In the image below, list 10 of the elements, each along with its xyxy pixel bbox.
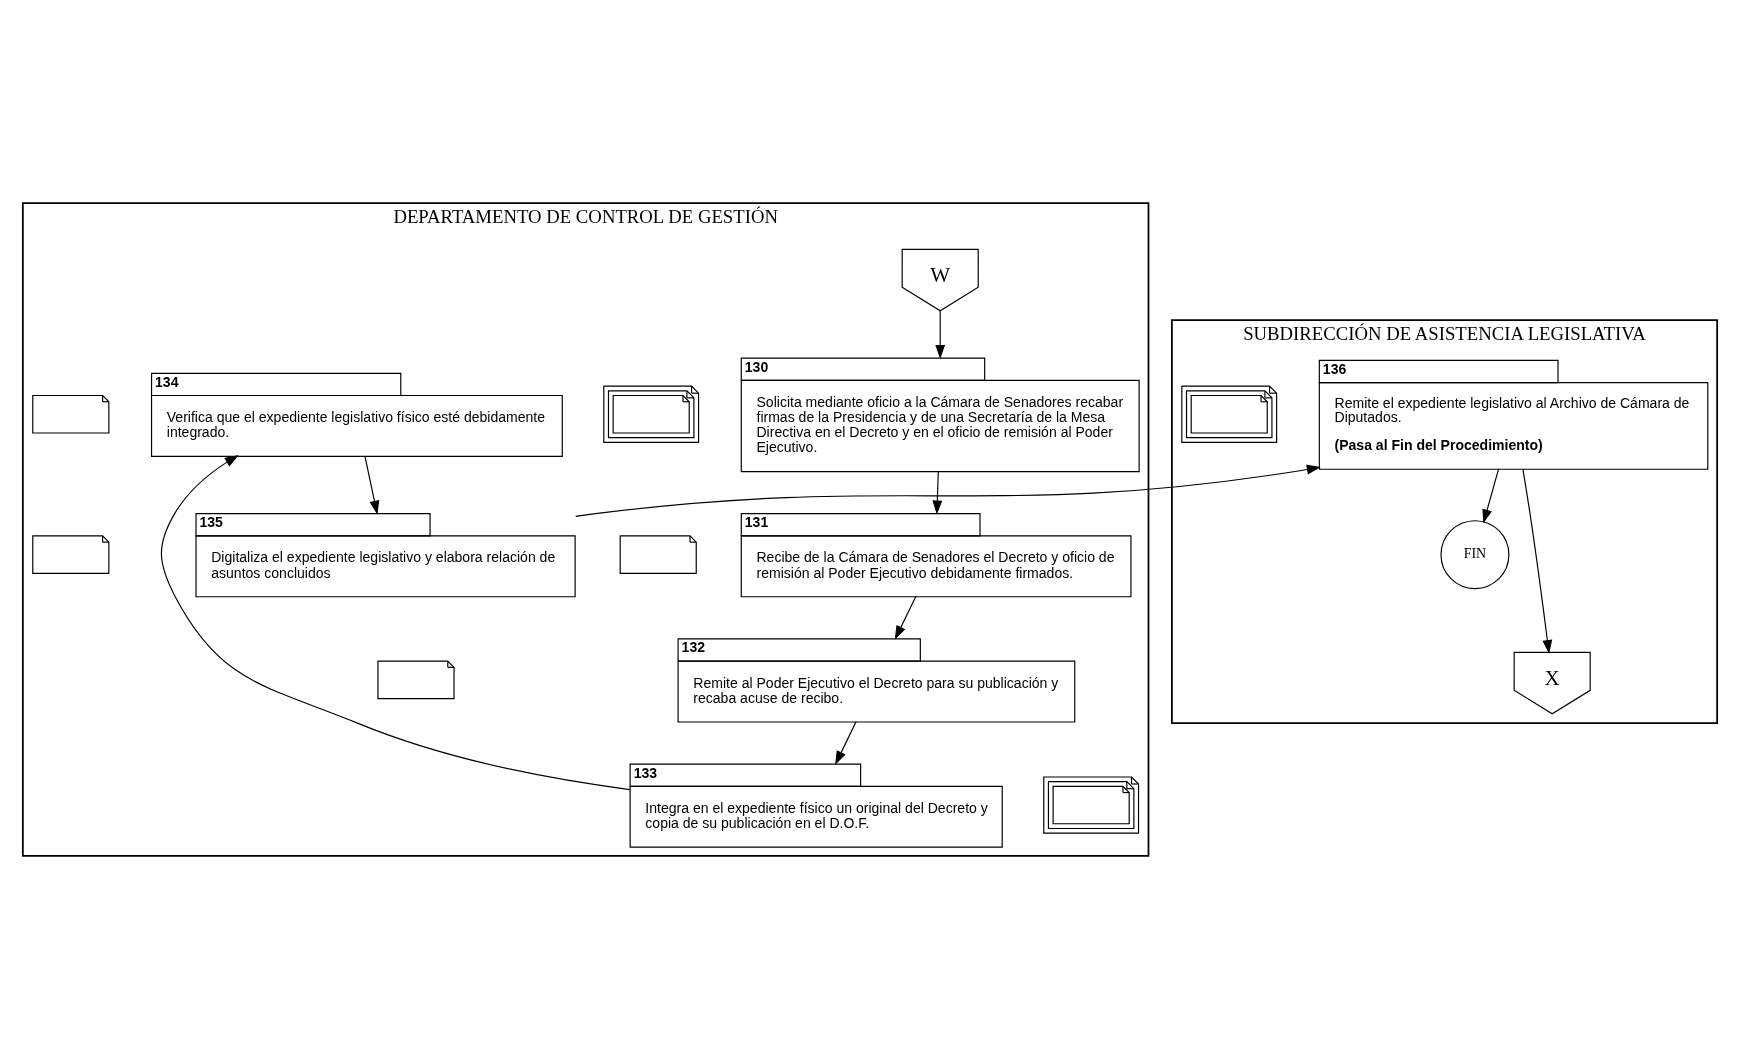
arrow: [160, 454, 631, 790]
arrow: [364, 455, 380, 515]
arrow: [932, 470, 943, 515]
arrow: [835, 720, 857, 765]
arrow: [1522, 468, 1553, 654]
arrow: [935, 309, 946, 359]
node-circle: FIN: [1440, 519, 1510, 589]
arrow: [894, 595, 917, 640]
arrow: [1482, 467, 1500, 523]
arrow: [575, 464, 1321, 517]
